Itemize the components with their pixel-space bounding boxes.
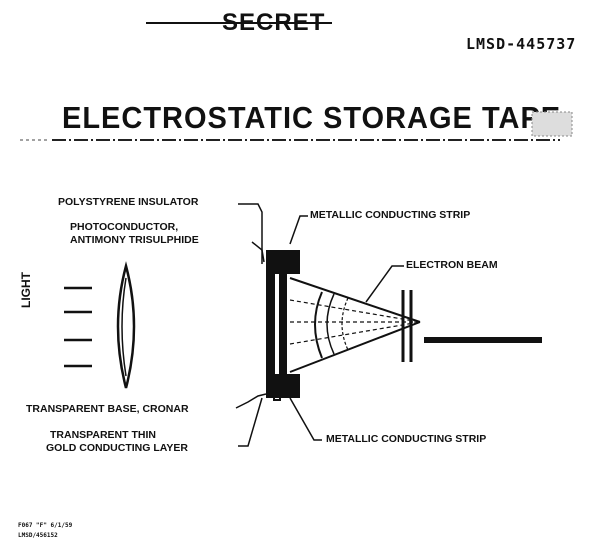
metallic-strip-top xyxy=(266,250,300,274)
label-metallic-strip-bottom: METALLIC CONDUCTING STRIP xyxy=(326,433,487,445)
footer-stamp-line1: F067 "F" 6/1/59 xyxy=(18,522,73,529)
leader-gold xyxy=(238,397,263,447)
page-title: ELECTROSTATIC STORAGE TAPE xyxy=(62,101,562,136)
lens xyxy=(116,261,136,389)
leader-base xyxy=(235,393,267,409)
leader-photoconductor xyxy=(251,241,265,263)
classification-strikethrough xyxy=(146,22,332,24)
electron-gun xyxy=(401,290,542,362)
label-light: LIGHT xyxy=(19,272,33,308)
leader-polystyrene xyxy=(238,203,263,264)
label-metallic-strip-top: METALLIC CONDUCTING STRIP xyxy=(310,209,471,221)
label-transparent-base: TRANSPARENT BASE, CRONAR xyxy=(26,403,189,415)
label-gold-layer-line2: GOLD CONDUCTING LAYER xyxy=(46,442,188,454)
label-polystyrene-insulator: POLYSTYRENE INSULATOR xyxy=(58,196,199,208)
transparent-base-layer xyxy=(266,256,274,396)
leader-strip-bottom xyxy=(289,397,322,441)
light-rays xyxy=(64,286,92,368)
leader-strip-top xyxy=(289,215,308,245)
label-electron-beam: ELECTRON BEAM xyxy=(406,259,498,271)
metallic-strip-bottom xyxy=(266,374,300,398)
document-number: LMSD-445737 xyxy=(466,35,577,53)
leader-lines xyxy=(235,203,404,447)
footer-stamp-line2: LMSD/456152 xyxy=(18,532,58,539)
label-photoconductor-line1: PHOTOCONDUCTOR, xyxy=(70,221,179,233)
electron-beam xyxy=(289,277,421,373)
tape-assembly xyxy=(266,250,300,401)
smudge xyxy=(531,111,573,137)
photoconductor-layer xyxy=(281,256,287,396)
label-photoconductor-line2: ANTIMONY TRISULPHIDE xyxy=(70,234,199,246)
leader-electron-beam xyxy=(365,265,404,303)
label-gold-layer-line1: TRANSPARENT THIN xyxy=(50,429,156,441)
